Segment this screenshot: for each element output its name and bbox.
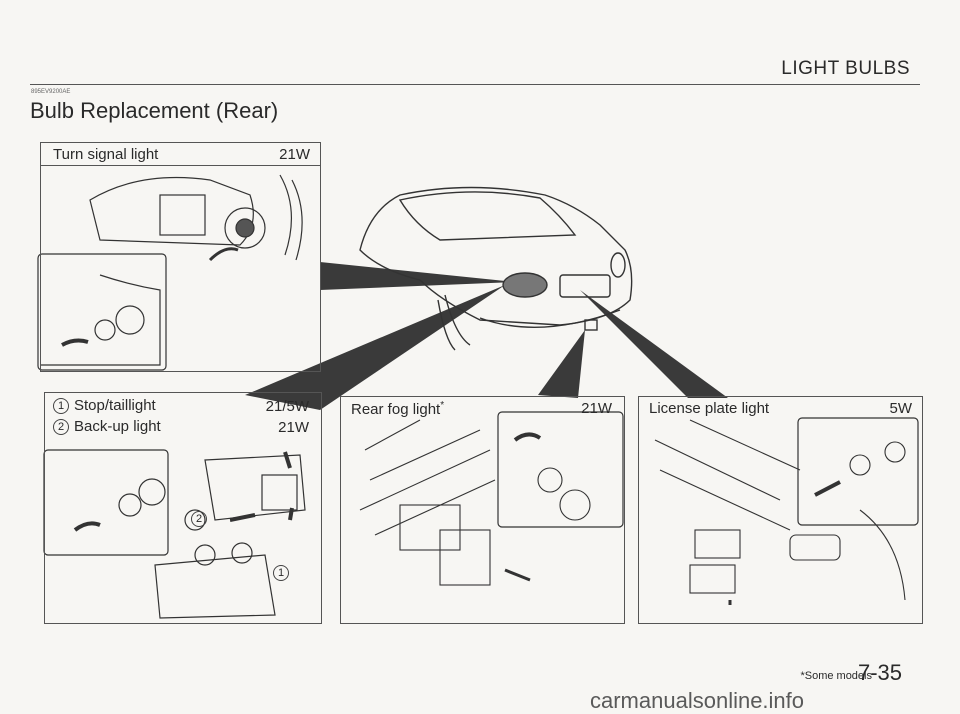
drawing-callout-2: 2 bbox=[191, 511, 207, 527]
turn-signal-label: Turn signal light bbox=[53, 146, 159, 163]
rear-fog-title: Rear fog light* bbox=[351, 400, 444, 418]
turn-signal-panel: Turn signal light 21W bbox=[40, 142, 321, 372]
back-up-item: 2 Back-up light bbox=[53, 418, 161, 435]
turn-signal-drawing bbox=[40, 174, 303, 366]
rear-fog-drawing bbox=[359, 419, 591, 586]
page-title: Bulb Replacement (Rear) bbox=[30, 98, 279, 123]
rear-fog-inset bbox=[497, 411, 624, 528]
turn-signal-watt: 21W bbox=[279, 146, 310, 163]
stop-tail-item1: 1 Stop/taillight bbox=[53, 397, 156, 414]
watermark: carmanualsonline.info bbox=[590, 688, 805, 713]
license-plate-label: License plate light bbox=[649, 400, 770, 417]
callout-2-label: 2 bbox=[53, 419, 69, 435]
rear-fog-label: Rear fog light bbox=[351, 401, 441, 418]
stop-tail-watt: 21/5W bbox=[265, 398, 309, 415]
rear-fog-watt: 21W bbox=[581, 400, 612, 417]
stop-tail-drawing bbox=[73, 451, 306, 619]
beam-fog bbox=[538, 330, 585, 398]
rear-fog-asterisk: * bbox=[440, 400, 445, 411]
header-rule bbox=[30, 84, 920, 85]
footnote: *Some models bbox=[800, 670, 872, 682]
section-title: LIGHT BULBS bbox=[781, 58, 910, 79]
back-up-label: Back-up light bbox=[74, 418, 161, 435]
license-plate-watt: 5W bbox=[889, 400, 913, 417]
doc-code: 895EV9200AE bbox=[31, 89, 71, 95]
license-plate-inset bbox=[797, 417, 919, 526]
rear-fog-panel: Rear fog light* 21W bbox=[340, 396, 625, 624]
turn-signal-inset bbox=[37, 253, 167, 371]
beam-stop-tail bbox=[245, 285, 505, 410]
beam-turn-signal bbox=[320, 262, 515, 290]
turn-signal-header bbox=[41, 143, 320, 166]
stop-tail-label: Stop/taillight bbox=[74, 397, 156, 414]
stop-tail-panel: 1 Stop/taillight 21/5W 2 Back-up light 21W… bbox=[44, 392, 322, 624]
page-number: 7-35 bbox=[857, 660, 902, 685]
beam-license bbox=[580, 290, 728, 398]
car-drawing bbox=[359, 186, 633, 351]
callout-1-label: 1 bbox=[53, 398, 69, 414]
drawing-callout-1: 1 bbox=[273, 565, 289, 581]
license-plate-panel: License plate light 5W bbox=[638, 396, 923, 624]
license-plate-drawing bbox=[654, 419, 906, 605]
back-up-watt: 21W bbox=[278, 419, 309, 436]
